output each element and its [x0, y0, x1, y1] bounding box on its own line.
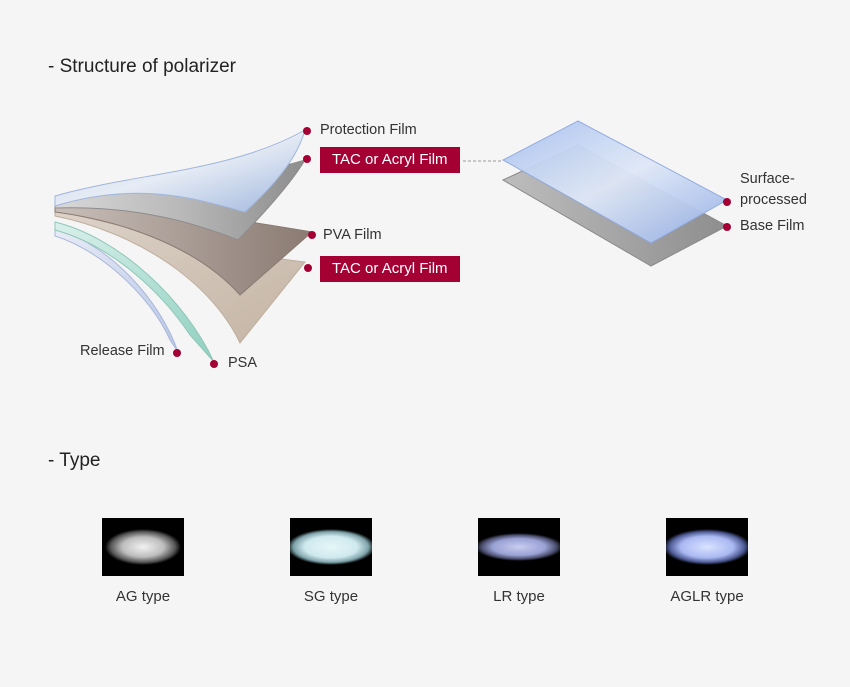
label-pva-film: PVA Film: [323, 227, 382, 243]
dot-protection-film: [303, 127, 311, 135]
label-protection-film: Protection Film: [320, 122, 417, 138]
label-psa: PSA: [228, 355, 258, 371]
dot-tac-top: [303, 155, 311, 163]
type-label-aglr: AGLR type: [670, 588, 744, 605]
tag-tac-bottom: TAC or Acryl Film: [320, 256, 460, 282]
dot-surface-processed: [723, 198, 731, 206]
label-surface-processed-line2: processed: [740, 192, 807, 208]
protection-film-layer: [54, 128, 306, 213]
dot-pva-film: [308, 231, 316, 239]
type-label-ag: AG type: [115, 588, 171, 605]
thumbnail-aglr-type: [666, 518, 748, 576]
label-surface-processed-line1: Surface-: [740, 171, 795, 187]
thumbnail-ag-type: [102, 518, 184, 576]
dot-tac-bottom: [304, 264, 312, 272]
release-film-layer: [54, 227, 179, 353]
section-title-structure: - Structure of polarizer: [48, 56, 236, 77]
thumbnail-lr-type: [478, 518, 560, 576]
label-base-film: Base Film: [740, 218, 805, 234]
label-release-film: Release Film: [80, 343, 165, 359]
type-label-sg: SG type: [303, 588, 359, 605]
dot-base-film: [723, 223, 731, 231]
dot-release-film: [173, 349, 181, 357]
dot-psa: [210, 360, 218, 368]
thumbnail-sg-type: [290, 518, 372, 576]
type-label-lr: LR type: [493, 588, 545, 605]
tag-tac-top: TAC or Acryl Film: [320, 147, 460, 173]
section-title-type: - Type: [48, 450, 101, 471]
